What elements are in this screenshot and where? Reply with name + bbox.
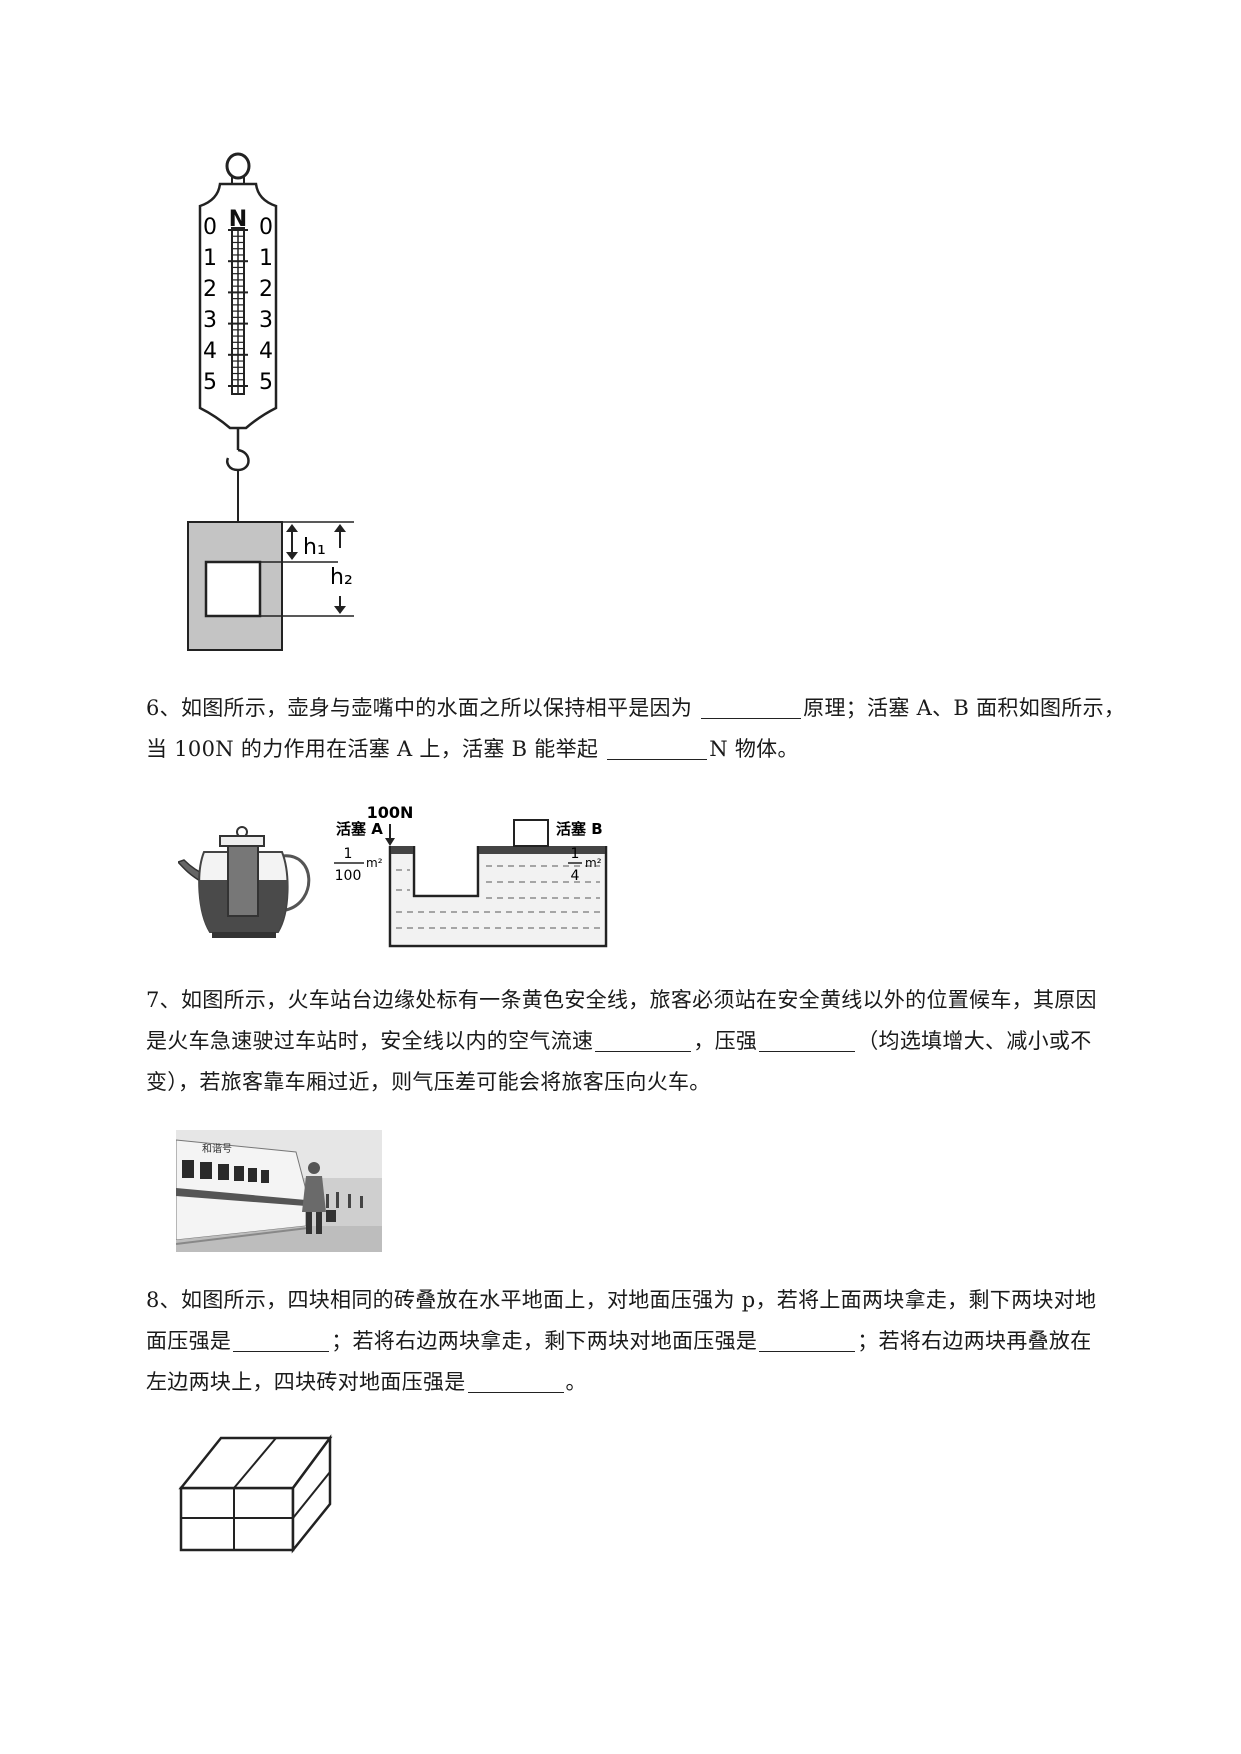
question-8-text: ；若将右边两块拿走，剩下两块对地面压强是: [331, 1329, 758, 1353]
load-block: [513, 819, 549, 847]
question-6: 6、如图所示，壶身与壶嘴中的水面之所以保持相平是因为 原理；活塞 A、B 面积如…: [146, 688, 1166, 770]
answer-blank-air-speed[interactable]: [595, 1025, 692, 1052]
question-6-text: 6、如图所示，壶身与壶嘴中的水面之所以保持相平是因为: [146, 696, 700, 720]
tick-label-right-3: 3: [259, 308, 273, 333]
question-7-text: 是火车急速驶过车站时，安全线以内的空气流速: [146, 1029, 594, 1053]
question-6-text: N 物体。: [709, 737, 799, 761]
question-8-text: 。: [565, 1370, 587, 1394]
question-7-line-2: 是火车急速驶过车站时，安全线以内的空气流速 ，压强 （均选填增大、减小或不: [146, 1021, 1166, 1062]
question-7-text: （均选填增大、减小或不: [857, 1029, 1092, 1053]
tick-label-left-3: 3: [203, 308, 217, 333]
piston-b-label: 活塞 B: [556, 820, 603, 838]
submerged-block: [204, 560, 262, 618]
answer-blank-lift-force[interactable]: [607, 733, 708, 760]
piston-b-area-unit: m²: [585, 856, 602, 870]
tick-label-left-5: 5: [203, 370, 217, 395]
piston-a: [391, 846, 413, 854]
piston-b-area-denominator: 4: [571, 868, 580, 884]
h2-label: h₂: [330, 565, 353, 590]
question-8-line-2: 面压强是 ；若将右边两块拿走，剩下两块对地面压强是 ；若将右边两块再叠放在: [146, 1321, 1166, 1362]
answer-blank-principle[interactable]: [701, 692, 802, 719]
question-6-text: 原理；活塞 A、B 面积如图所示，: [803, 696, 1126, 720]
question-6-line-2: 当 100N 的力作用在活塞 A 上，活塞 B 能举起 N 物体。: [146, 729, 1166, 770]
scale-hook: [226, 448, 250, 472]
scale-ticks: [228, 229, 248, 387]
hydraulic-vessel: [388, 846, 608, 948]
tick-label-left-0: 0: [203, 215, 217, 240]
tick-label-right-2: 2: [259, 277, 273, 302]
piston-b: [479, 846, 605, 854]
h1-label: h₁: [303, 535, 326, 560]
hanging-ring: [225, 152, 251, 180]
question-8: 8、如图所示，四块相同的砖叠放在水平地面上，对地面压强为 p，若将上面两块拿走，…: [146, 1280, 1166, 1403]
answer-blank-pressure[interactable]: [759, 1025, 856, 1052]
answer-blank-pressure-stacked[interactable]: [467, 1366, 564, 1393]
tick-label-right-5: 5: [259, 370, 273, 395]
spring-scale-figure: N 0 1 2 3 4 5 0 1 2 3 4 5 h₁ h₂: [187, 152, 354, 651]
tick-label-right-1: 1: [259, 246, 273, 271]
tick-label-left-1: 1: [203, 246, 217, 271]
question-7-line-1: 7、如图所示，火车站台边缘处标有一条黄色安全线，旅客必须站在安全黄线以外的位置候…: [146, 988, 1097, 1012]
answer-blank-pressure-right-removed[interactable]: [759, 1325, 856, 1352]
tick-label-left-4: 4: [203, 339, 217, 364]
question-7: 7、如图所示，火车站台边缘处标有一条黄色安全线，旅客必须站在安全黄线以外的位置候…: [146, 980, 1166, 1103]
question-8-text: ；若将右边两块再叠放在: [857, 1329, 1092, 1353]
tick-label-right-0: 0: [259, 215, 273, 240]
force-label: 100N: [367, 803, 414, 822]
question-6-text: 当 100N 的力作用在活塞 A 上，活塞 B 能举起: [146, 737, 606, 761]
piston-b-area-numerator: 1: [571, 846, 580, 862]
hydraulic-press-figure: 活塞 A 1 100 m² 100N 活塞 B 1 4 m²: [334, 803, 608, 948]
question-7-line-3: 变），若旅客靠车厢过近，则气压差可能会将旅客压向火车。: [146, 1070, 711, 1094]
stacked-bricks-figure: [178, 1434, 333, 1554]
piston-a-area-numerator: 1: [344, 846, 353, 862]
question-8-line-3: 左边两块上，四块砖对地面压强是 。: [146, 1362, 1166, 1403]
piston-a-label: 活塞 A: [336, 820, 383, 838]
teapot-figure: [178, 826, 311, 938]
question-8-text: 面压强是: [146, 1329, 232, 1353]
scale-unit-label: N: [229, 207, 247, 232]
train-platform-photo: 和谐号: [176, 1130, 382, 1252]
train-caption: 和谐号: [202, 1143, 232, 1155]
tick-label-left-2: 2: [203, 277, 217, 302]
tick-label-right-4: 4: [259, 339, 273, 364]
question-8-text: 左边两块上，四块砖对地面压强是: [146, 1370, 466, 1394]
question-6-line-1: 6、如图所示，壶身与壶嘴中的水面之所以保持相平是因为 原理；活塞 A、B 面积如…: [146, 688, 1166, 729]
answer-blank-pressure-top-removed[interactable]: [233, 1325, 330, 1352]
liquid-container: [187, 521, 283, 651]
question-8-line-1: 8、如图所示，四块相同的砖叠放在水平地面上，对地面压强为 p，若将上面两块拿走，…: [146, 1288, 1097, 1312]
piston-a-area-denominator: 100: [335, 868, 362, 884]
question-7-text: ，压强: [693, 1029, 758, 1053]
piston-a-area-unit: m²: [366, 856, 383, 870]
